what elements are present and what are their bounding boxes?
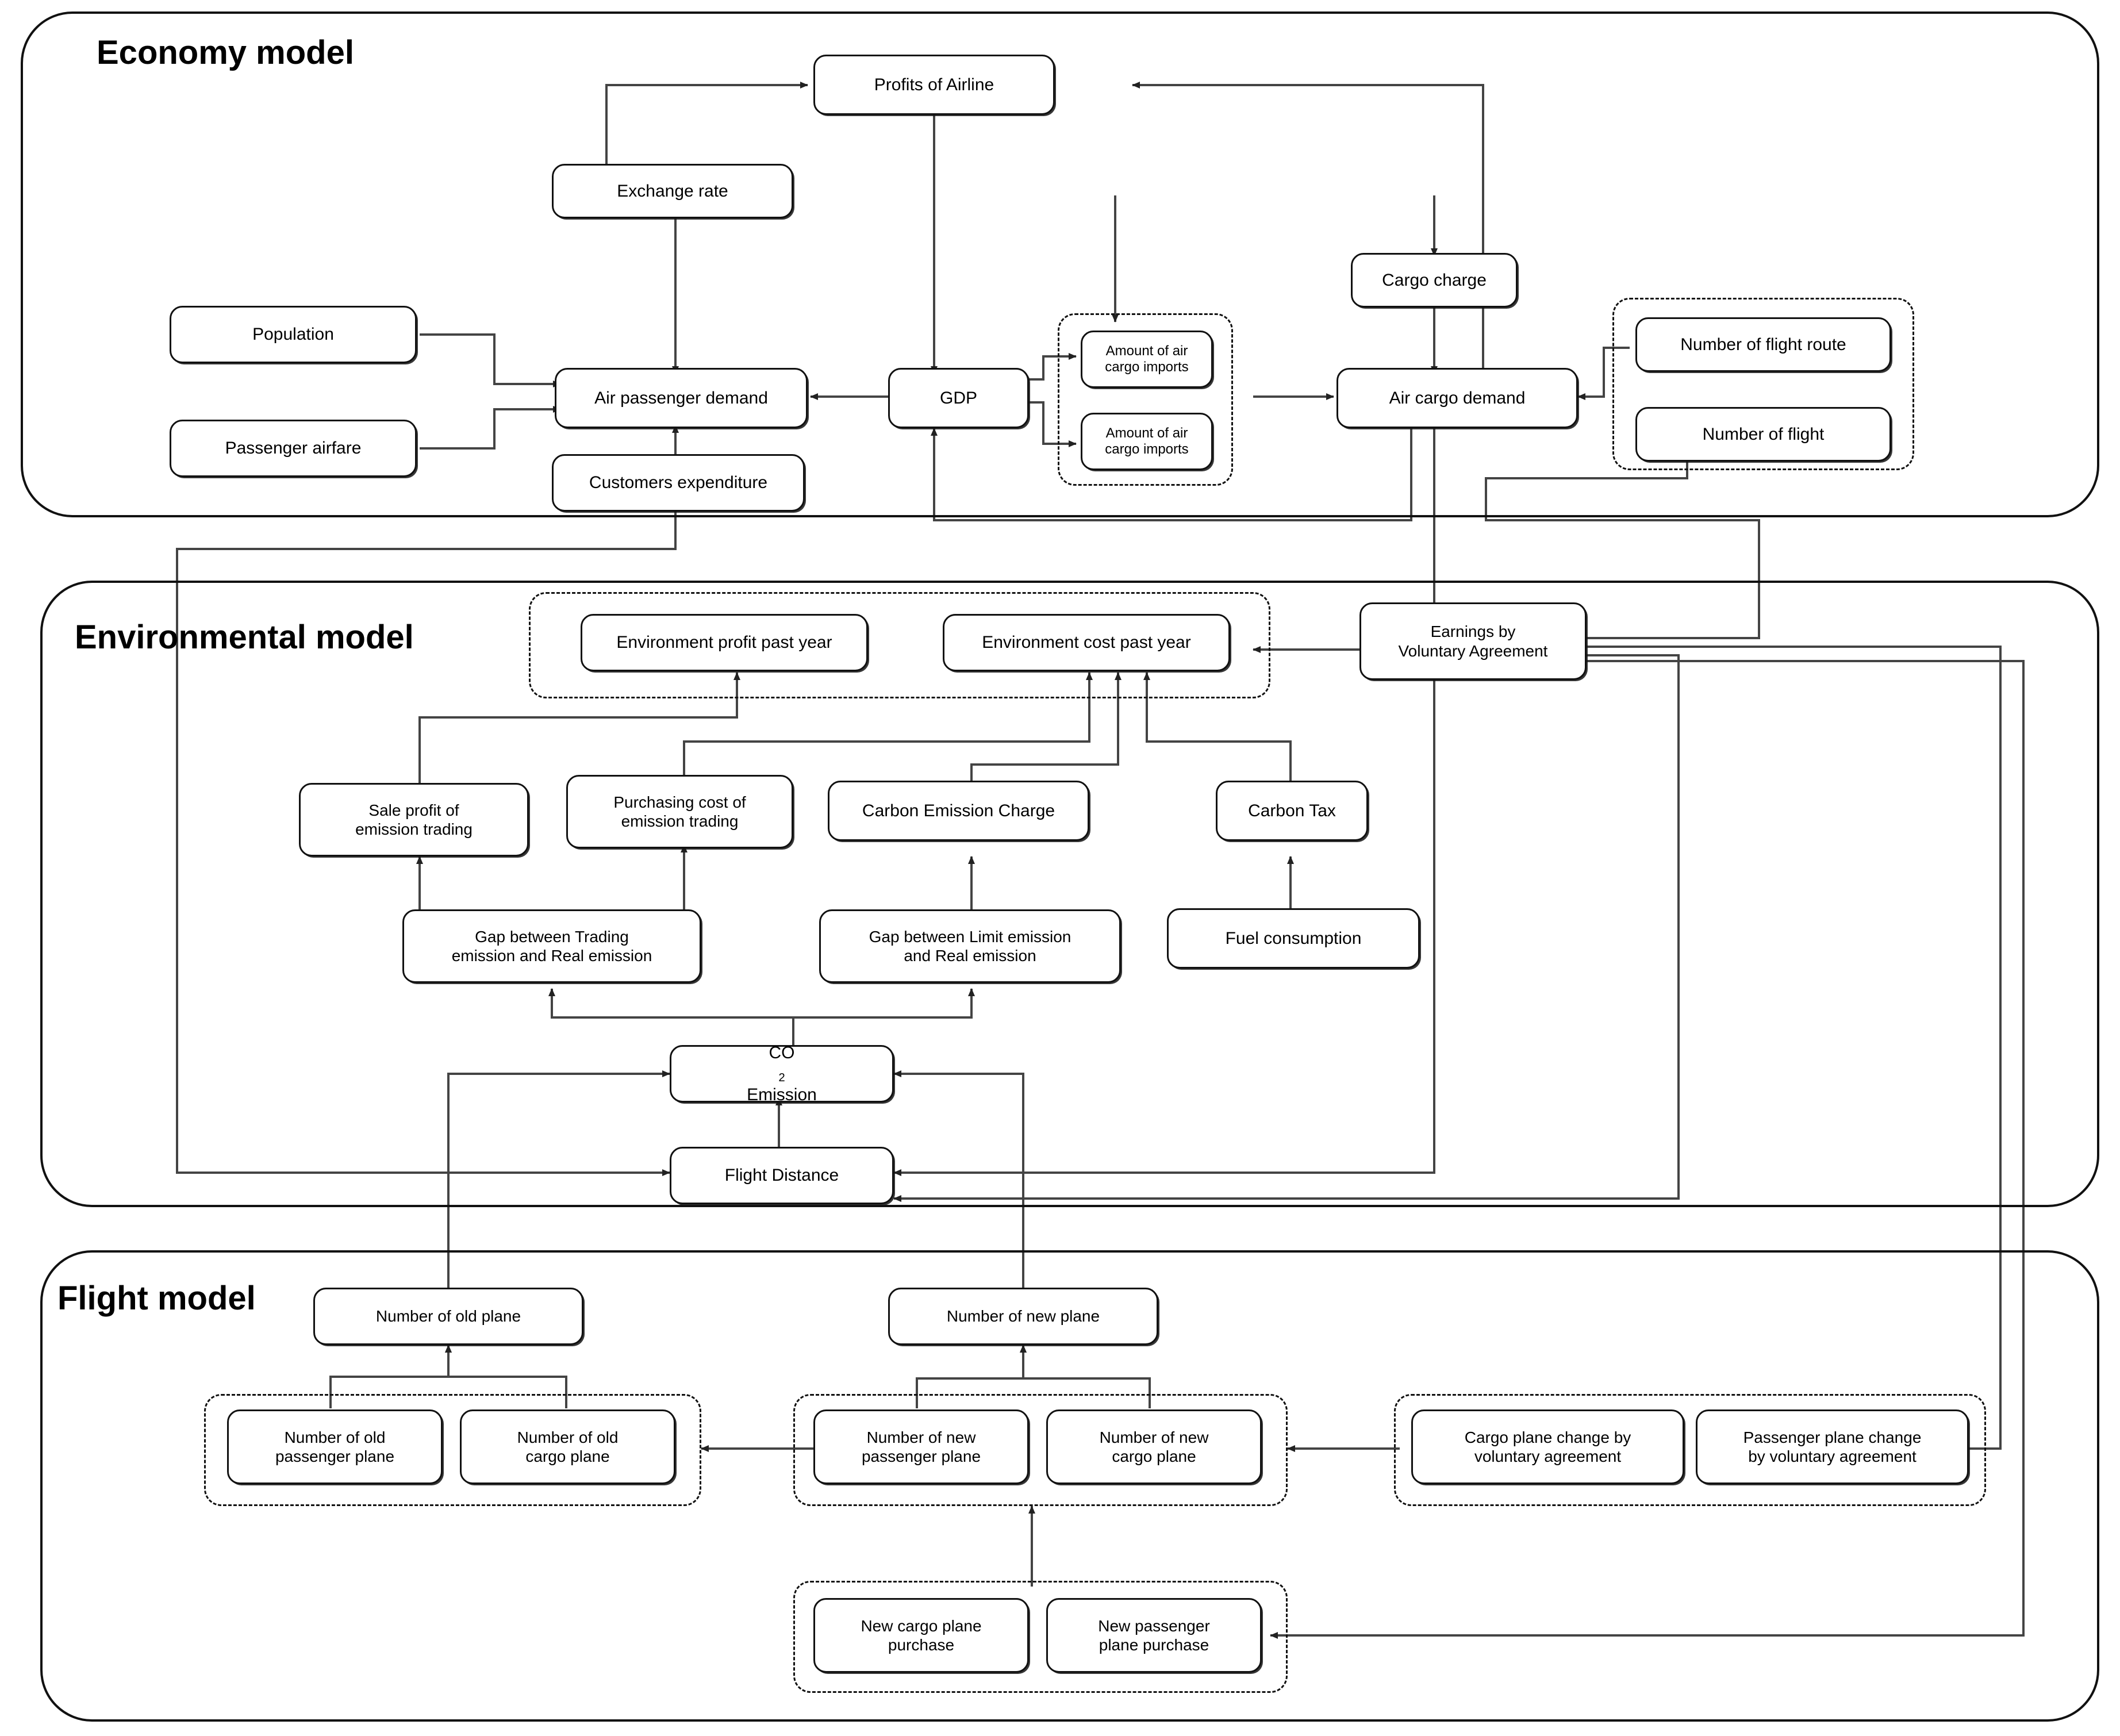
panel-flight-model — [40, 1250, 2099, 1722]
node-label-line1: Number of old — [284, 1428, 386, 1446]
node-label-line2: emission and Real emission — [451, 947, 652, 965]
node-label: Carbon Emission Charge — [862, 801, 1055, 820]
group-new-planes — [793, 1394, 1288, 1506]
panel-environmental-model — [40, 581, 2099, 1207]
node-co2-emission[interactable]: CO 2 Emission — [670, 1043, 894, 1105]
node-number-of-new-passenger-plane[interactable]: Number of new passenger plane — [813, 1409, 1029, 1484]
node-label: Number of flight — [1702, 424, 1825, 444]
node-cargo-charge[interactable]: Cargo charge — [1351, 253, 1518, 308]
node-label: Number of old plane — [375, 1307, 521, 1326]
node-carbon-tax[interactable]: Carbon Tax — [1216, 781, 1368, 841]
node-label: Air cargo demand — [1389, 388, 1526, 408]
node-label: CO 2 Emission — [676, 1043, 888, 1105]
node-label: Number of flight route — [1680, 335, 1846, 354]
node-label-line2: cargo plane — [1112, 1447, 1196, 1465]
node-label: Carbon Tax — [1248, 801, 1336, 820]
node-label: Environment profit past year — [616, 633, 832, 652]
panel-economy-model — [21, 11, 2099, 517]
co2-suffix: Emission — [747, 1085, 817, 1105]
node-purchasing-cost-of-emission-trading[interactable]: Purchasing cost of emission trading — [566, 775, 793, 848]
node-label-line1: Cargo plane change by — [1464, 1428, 1631, 1446]
node-label-line2: plane purchase — [1099, 1636, 1209, 1654]
node-label: Population — [252, 325, 334, 344]
node-label-line1: New cargo plane — [861, 1616, 982, 1635]
node-label: Air passenger demand — [594, 388, 768, 408]
node-label-line2: emission trading — [621, 812, 739, 830]
node-label-line1: Passenger plane change — [1743, 1428, 1922, 1446]
node-label: Profits of Airline — [874, 75, 994, 94]
node-label-line2: emission trading — [355, 820, 473, 838]
node-label-line1: Gap between Limit emission — [869, 927, 1071, 946]
node-number-of-new-plane[interactable]: Number of new plane — [888, 1288, 1158, 1345]
node-carbon-emission-charge[interactable]: Carbon Emission Charge — [828, 781, 1089, 841]
node-flight-distance[interactable]: Flight Distance — [670, 1147, 894, 1204]
node-number-of-old-cargo-plane[interactable]: Number of old cargo plane — [460, 1409, 675, 1484]
node-exchange-rate[interactable]: Exchange rate — [552, 164, 793, 218]
node-air-cargo-demand[interactable]: Air cargo demand — [1336, 368, 1578, 428]
node-label: Cargo charge — [1382, 270, 1487, 290]
node-new-passenger-plane-purchase[interactable]: New passenger plane purchase — [1046, 1598, 1262, 1673]
node-label: Fuel consumption — [1225, 928, 1362, 948]
node-environment-cost-past-year[interactable]: Environment cost past year — [943, 614, 1230, 671]
node-profits-of-airline[interactable]: Profits of Airline — [813, 55, 1055, 115]
node-label-line2: passenger plane — [275, 1447, 395, 1465]
group-environment-past-year — [529, 592, 1270, 698]
node-number-of-flight[interactable]: Number of flight — [1635, 407, 1891, 462]
node-customers-expenditure[interactable]: Customers expenditure — [552, 454, 805, 512]
node-label-line1: Sale profit of — [368, 801, 459, 819]
node-passenger-plane-change-by-voluntary-agreement[interactable]: Passenger plane change by voluntary agre… — [1696, 1409, 1969, 1484]
group-air-cargo-imports — [1058, 313, 1233, 486]
node-gdp[interactable]: GDP — [888, 368, 1029, 428]
node-earnings-by-voluntary-agreement[interactable]: Earnings by Voluntary Agreement — [1359, 602, 1587, 680]
node-label-line2: cargo plane — [525, 1447, 610, 1465]
node-passenger-airfare[interactable]: Passenger airfare — [170, 420, 417, 477]
node-label: Environment cost past year — [982, 633, 1191, 652]
node-gap-between-trading-emission[interactable]: Gap between Trading emission and Real em… — [402, 909, 701, 983]
node-label: Amount of air cargo imports — [1105, 425, 1189, 457]
node-label: Flight Distance — [724, 1166, 839, 1185]
co2-prefix: CO — [769, 1043, 795, 1062]
group-old-planes — [204, 1394, 701, 1506]
panel-title-environmental: Environmental model — [75, 619, 414, 656]
node-number-of-new-cargo-plane[interactable]: Number of new cargo plane — [1046, 1409, 1262, 1484]
node-new-cargo-plane-purchase[interactable]: New cargo plane purchase — [813, 1598, 1029, 1673]
node-label-line1: Number of new — [1099, 1428, 1209, 1446]
node-number-of-old-passenger-plane[interactable]: Number of old passenger plane — [227, 1409, 443, 1484]
node-gap-between-limit-emission[interactable]: Gap between Limit emission and Real emis… — [819, 909, 1121, 983]
node-amount-of-air-cargo-imports-2[interactable]: Amount of air cargo imports — [1081, 413, 1213, 470]
node-fuel-consumption[interactable]: Fuel consumption — [1167, 908, 1420, 969]
group-new-plane-purchase — [793, 1581, 1288, 1693]
node-label: Exchange rate — [617, 181, 728, 201]
node-label-line2: by voluntary agreement — [1748, 1447, 1917, 1465]
node-label: Amount of air cargo imports — [1105, 343, 1189, 375]
node-cargo-plane-change-by-voluntary-agreement[interactable]: Cargo plane change by voluntary agreemen… — [1411, 1409, 1684, 1484]
node-label: Number of new plane — [946, 1307, 1100, 1326]
node-label: Customers expenditure — [589, 473, 768, 493]
node-label-line1: Gap between Trading — [475, 927, 629, 946]
node-amount-of-air-cargo-imports-1[interactable]: Amount of air cargo imports — [1081, 331, 1213, 388]
node-label-line1: Earnings by — [1430, 623, 1516, 641]
group-voluntary-agreement-plane-change — [1394, 1394, 1986, 1506]
node-label-line1: Purchasing cost of — [613, 793, 746, 811]
node-population[interactable]: Population — [170, 306, 417, 363]
panel-title-flight: Flight model — [57, 1280, 256, 1317]
node-label: GDP — [939, 388, 977, 408]
node-label-line1: New passenger — [1098, 1616, 1210, 1635]
node-label: Passenger airfare — [225, 439, 362, 458]
node-sale-profit-of-emission-trading[interactable]: Sale profit of emission trading — [299, 783, 529, 857]
group-flight-counts — [1612, 298, 1914, 470]
node-label-line2: purchase — [888, 1636, 955, 1654]
node-environment-profit-past-year[interactable]: Environment profit past year — [581, 614, 868, 671]
node-number-of-old-plane[interactable]: Number of old plane — [313, 1288, 583, 1345]
node-air-passenger-demand[interactable]: Air passenger demand — [555, 368, 808, 428]
co2-subscript: 2 — [778, 1071, 785, 1085]
node-label-line1: Number of new — [866, 1428, 976, 1446]
node-number-of-flight-route[interactable]: Number of flight route — [1635, 317, 1891, 372]
node-label-line2: passenger plane — [861, 1447, 981, 1465]
node-label-line2: and Real emission — [904, 947, 1036, 965]
panel-title-economy: Economy model — [97, 34, 354, 71]
node-label-line2: Voluntary Agreement — [1398, 642, 1548, 660]
node-label-line1: Number of old — [517, 1428, 619, 1446]
node-label-line2: voluntary agreement — [1474, 1447, 1622, 1465]
